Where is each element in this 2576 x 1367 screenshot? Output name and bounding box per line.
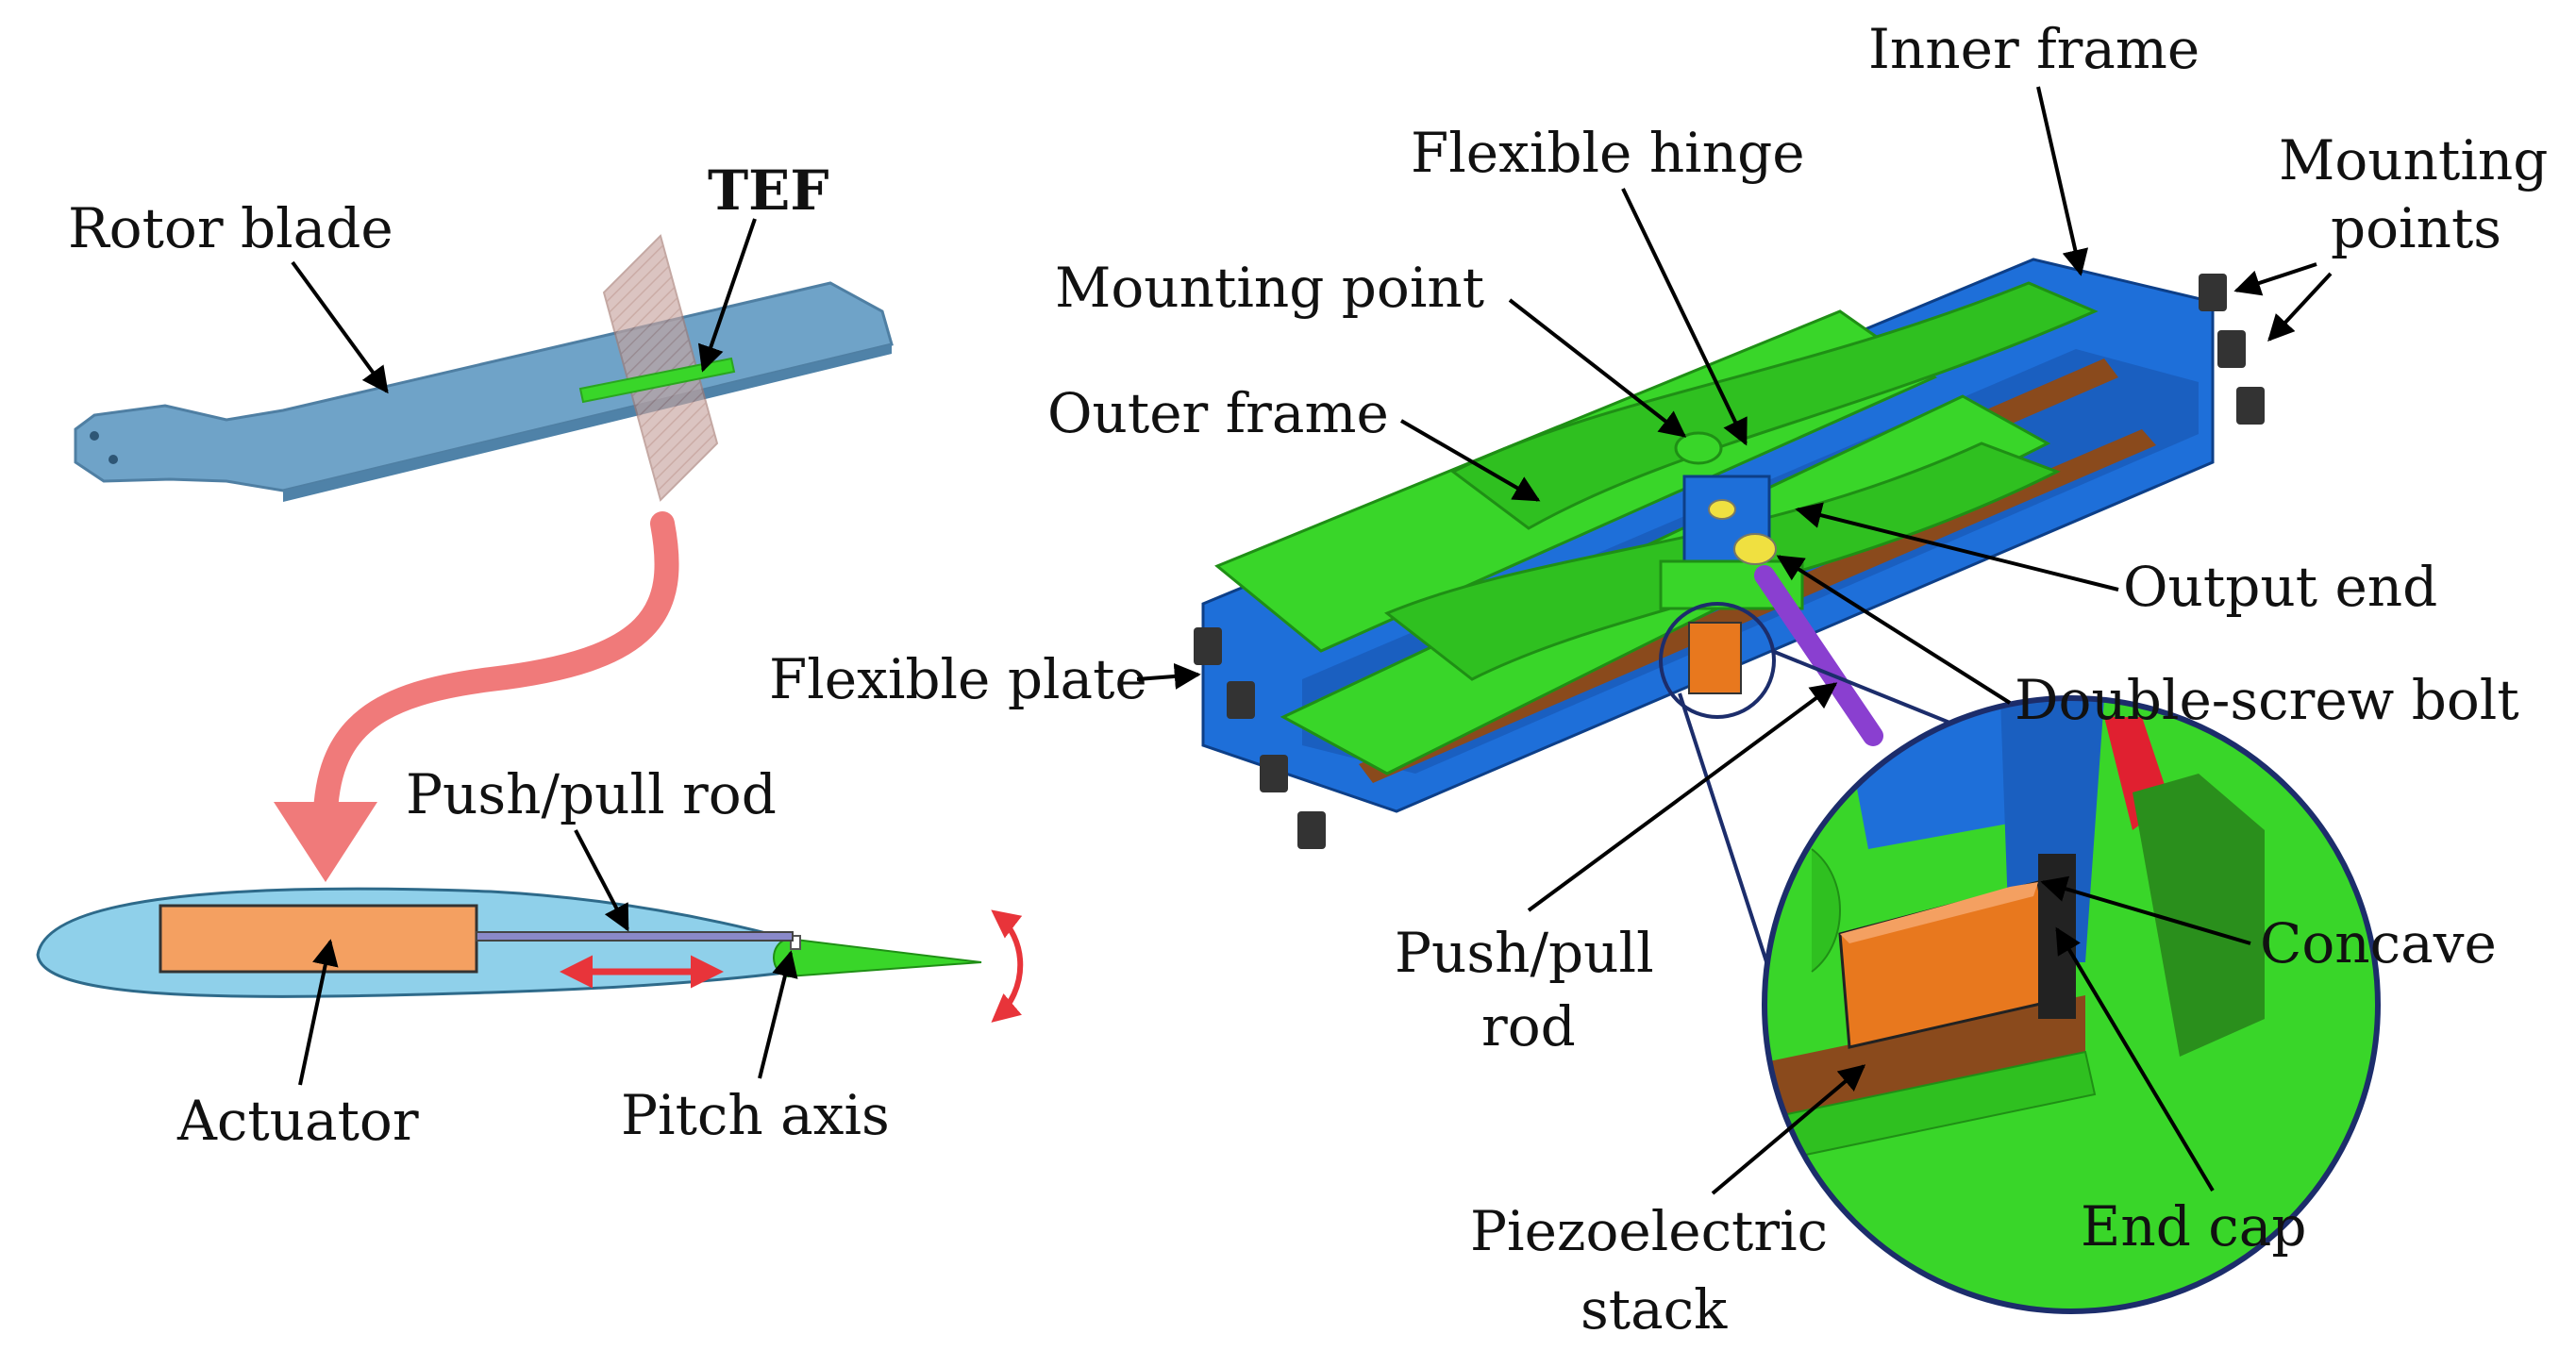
concave-label: Concave (2260, 911, 2497, 975)
double-screw-bolt-label: Double-screw bolt (2015, 668, 2519, 732)
actuator-box (159, 904, 478, 974)
mounting-points-label-line1: Mounting (2279, 128, 2548, 192)
tef-label: TEF (708, 158, 829, 223)
push-pull-rod-2-line2: rod (1481, 994, 1576, 1059)
flexible-plate-label: Flexible plate (769, 647, 1147, 711)
rotor-blade-figure: Rotor blade TEF (68, 158, 894, 882)
push-pull-rod (476, 931, 794, 942)
actuator-assembly (1194, 258, 2265, 849)
end-cap-label: End cap (2081, 1194, 2306, 1259)
pitch-axis-label: Pitch axis (621, 1083, 890, 1147)
output-end-label: Output end (2123, 555, 2437, 619)
mounting-point-label: Mounting point (1055, 256, 1484, 320)
flexible-hinge-label: Flexible hinge (1411, 121, 1805, 185)
actuator-label: Actuator (176, 1089, 419, 1153)
airfoil-section: Push/pull rod Actuator Pitch axis (36, 762, 1024, 1153)
outer-frame-label: Outer frame (1047, 381, 1389, 445)
rotor-blade-body (74, 281, 894, 492)
tef-strip (578, 357, 736, 404)
tef-flap (773, 937, 982, 978)
mounting-points-label-line2: points (2331, 196, 2501, 260)
section-arrow (313, 511, 679, 824)
assembly-labels: Inner frame Flexible hinge Mounting poin… (769, 17, 2548, 1342)
push-pull-rod-2-line1: Push/pull (1395, 921, 1654, 985)
inner-frame-label: Inner frame (1868, 17, 2200, 81)
purple-rod (1754, 565, 1883, 746)
rotor-blade-label: Rotor blade (68, 196, 393, 260)
flap-rotation-arrow (991, 909, 1024, 1023)
push-pull-rod-label: Push/pull rod (406, 762, 777, 826)
piezo-stack-label-line2: stack (1581, 1277, 1728, 1342)
zoom-origin-circle (1659, 602, 1776, 719)
piezo-stack-label-line1: Piezoelectric (1470, 1199, 1828, 1263)
